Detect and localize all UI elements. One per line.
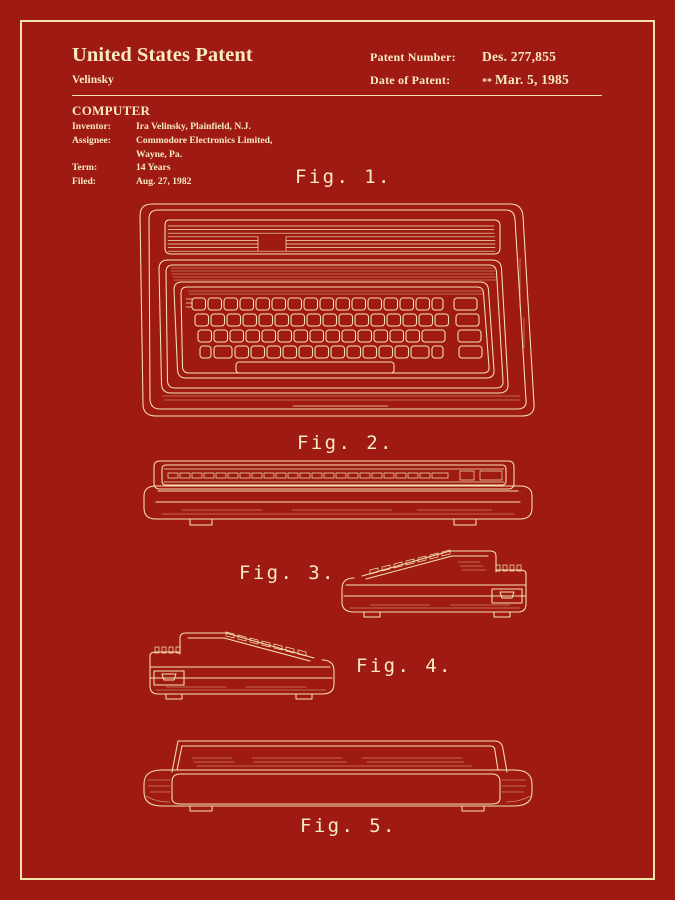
date-of-patent-value: Mar. 5, 1985 [495, 72, 569, 87]
biblio-label: Filed: [72, 176, 96, 188]
figure-2-caption: Fig. 2. [297, 432, 394, 454]
bibliographic-data: COMPUTER Inventor: Ira Velinsky, Plainfi… [72, 103, 402, 190]
figure-4-caption: Fig. 4. [356, 655, 453, 677]
patent-identifiers: Patent Number: Des. 277,855 Date of Pate… [370, 49, 602, 88]
biblio-table: Inventor: Ira Velinsky, Plainfield, N.J.… [72, 121, 272, 190]
biblio-value: Ira Velinsky, Plainfield, N.J. [136, 121, 251, 132]
table-row: Term: 14 Years [72, 162, 272, 176]
figure-2-front-elevation-view [143, 460, 533, 526]
date-of-patent-row: Date of Patent: ** Mar. 5, 1985 [370, 72, 602, 88]
figure-3-right-side-elevation-view [341, 549, 527, 618]
biblio-value: Wayne, Pa. [136, 148, 183, 160]
biblio-value: Aug. 27, 1982 [136, 176, 192, 188]
figure-4-left-side-elevation-view [149, 631, 335, 700]
patent-number-row: Patent Number: Des. 277,855 [370, 49, 602, 65]
biblio-label: Assignee: [72, 134, 111, 146]
footnote-stars: ** [482, 77, 492, 88]
biblio-value: 14 Years [136, 162, 171, 174]
inventor-surname: Velinsky [72, 74, 114, 86]
figure-1-top-plan-view [139, 203, 535, 417]
patent-number-label: Patent Number: [370, 50, 456, 64]
invention-title: COMPUTER [72, 103, 151, 118]
table-row: Filed: Aug. 27, 1982 [72, 176, 272, 190]
table-row: Inventor: Ira Velinsky, Plainfield, N.J. [72, 121, 272, 135]
figure-5-rear-elevation-view [143, 740, 533, 812]
table-row: Wayne, Pa. [72, 149, 272, 163]
biblio-value: Commodore Electronics Limited, [136, 134, 273, 146]
biblio-label: Term: [72, 162, 98, 174]
patent-header: United States Patent Velinsky Patent Num… [72, 44, 602, 88]
patent-number-value: Des. 277,855 [482, 49, 557, 64]
header-divider-rule [72, 95, 602, 97]
page-title: United States Patent [72, 44, 253, 66]
figure-1-caption: Fig. 1. [295, 166, 392, 188]
biblio-label: Inventor: [72, 121, 111, 132]
date-of-patent-label: Date of Patent: [370, 73, 451, 87]
table-row: Assignee: Commodore Electronics Limited, [72, 135, 272, 149]
figure-3-caption: Fig. 3. [239, 562, 336, 584]
figure-5-caption: Fig. 5. [300, 815, 397, 837]
